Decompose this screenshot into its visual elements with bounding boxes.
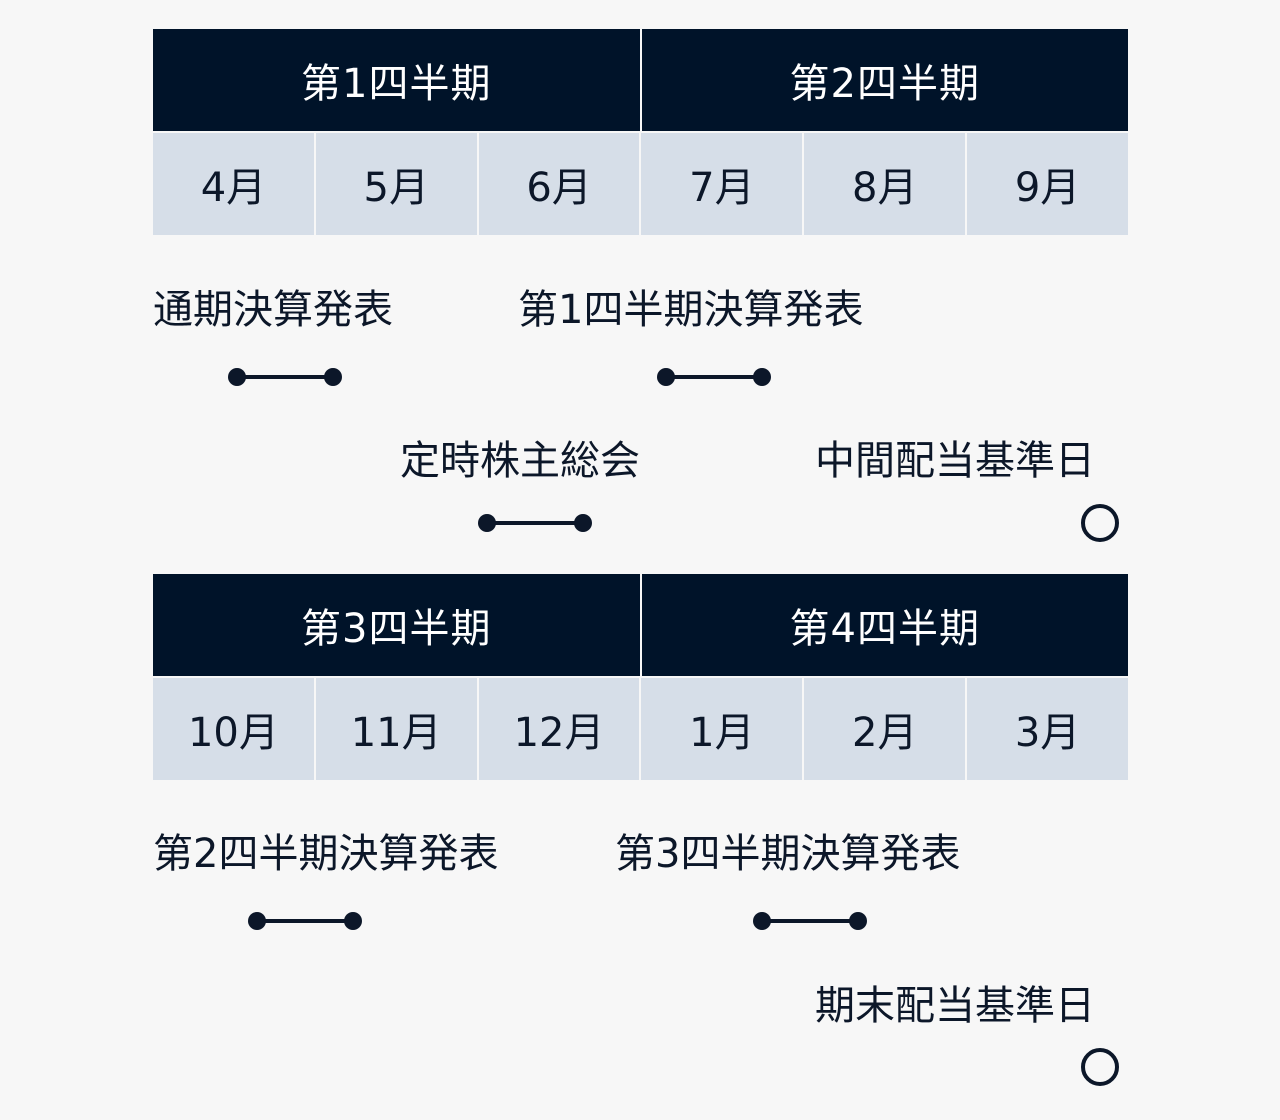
event-marker-year-end-dividend-record bbox=[1081, 1048, 1119, 1086]
quarter-header-q2: 第2四半期 bbox=[639, 29, 1129, 131]
month-cell: 2月 bbox=[802, 678, 965, 780]
month-cell: 4月 bbox=[200, 165, 267, 211]
month-cell: 6月 bbox=[476, 133, 640, 235]
event-range-q1-results bbox=[657, 368, 771, 386]
event-label-interim-dividend-record: 中間配当基準日 bbox=[815, 438, 1095, 484]
quarter-header-q1: 第1四半期 bbox=[301, 61, 492, 107]
quarter-row-top: 第1四半期 第2四半期 bbox=[153, 29, 1128, 131]
event-label-agm: 定時株主総会 bbox=[400, 438, 640, 484]
event-label-annual-results: 通期決算発表 bbox=[153, 287, 393, 333]
event-range-agm bbox=[478, 514, 592, 532]
month-row-bottom: 10月 11月 12月 1月 2月 3月 bbox=[153, 676, 1128, 780]
event-range-q2-results bbox=[248, 912, 362, 930]
month-cell: 1月 bbox=[639, 678, 802, 780]
event-range-q3-results bbox=[753, 912, 867, 930]
month-cell: 9月 bbox=[965, 133, 1128, 235]
schedule-header-top: 第1四半期 第2四半期 4月 5月 6月 7月 8月 9月 bbox=[153, 29, 1128, 235]
month-cell: 5月 bbox=[313, 133, 477, 235]
quarter-header-q4: 第4四半期 bbox=[639, 574, 1129, 676]
quarter-header-q3: 第3四半期 bbox=[301, 606, 492, 652]
month-cell: 12月 bbox=[476, 678, 640, 780]
month-cell: 10月 bbox=[187, 710, 279, 756]
month-row-top: 4月 5月 6月 7月 8月 9月 bbox=[153, 131, 1128, 235]
event-label-q3-results: 第3四半期決算発表 bbox=[615, 831, 961, 877]
event-marker-interim-dividend-record bbox=[1081, 504, 1119, 542]
schedule-header-bottom: 第3四半期 第4四半期 10月 11月 12月 1月 2月 3月 bbox=[153, 574, 1128, 780]
event-label-q1-results: 第1四半期決算発表 bbox=[518, 287, 864, 333]
month-cell: 7月 bbox=[639, 133, 802, 235]
month-cell: 8月 bbox=[802, 133, 965, 235]
event-label-year-end-dividend-record: 期末配当基準日 bbox=[815, 983, 1095, 1029]
month-cell: 11月 bbox=[313, 678, 477, 780]
event-label-q2-results: 第2四半期決算発表 bbox=[153, 831, 499, 877]
month-cell: 3月 bbox=[965, 678, 1128, 780]
event-range-annual-results bbox=[228, 368, 342, 386]
quarter-row-bottom: 第3四半期 第4四半期 bbox=[153, 574, 1128, 676]
